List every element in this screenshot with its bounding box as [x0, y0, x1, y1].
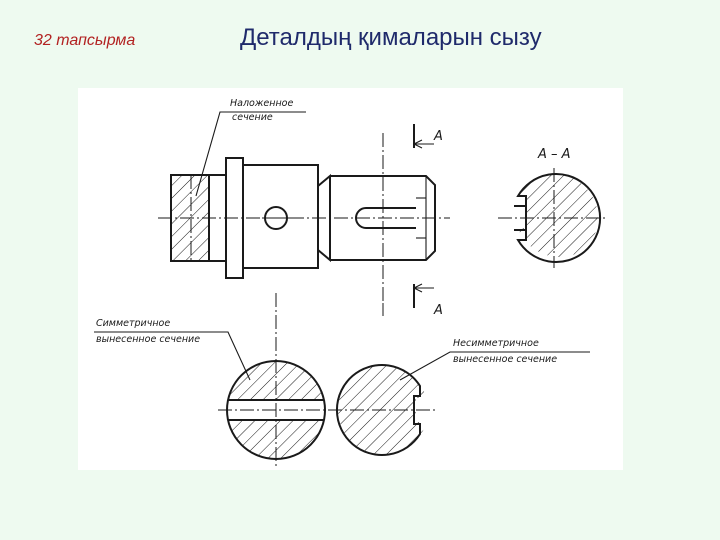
shaft-body	[242, 164, 319, 269]
symmetric-label-line2: вынесенное сечение	[96, 334, 200, 345]
technical-drawing: А А Наложенное сечение А – А Симметрично…	[78, 88, 623, 470]
symmetric-section: Симметричное вынесенное сечение	[94, 293, 334, 466]
overlay-label-line1: Наложенное	[230, 98, 293, 109]
section-mark-top: А	[433, 129, 443, 144]
overlay-label-line2: сечение	[232, 112, 273, 123]
section-mark-bottom: А	[433, 303, 443, 318]
asymmetric-label-line1: Несимметричное	[453, 338, 539, 349]
asymmetric-label-line2: вынесенное сечение	[453, 354, 557, 365]
asymmetric-section: Несимметричное вынесенное сечение	[328, 338, 590, 456]
section-plane-a: А А	[382, 124, 443, 318]
section-title: А – А	[537, 147, 571, 162]
slide-title: Деталдың қималарын сызу	[240, 24, 542, 51]
task-label: 32 тапсырма	[34, 32, 136, 49]
drawing-canvas: А А Наложенное сечение А – А Симметрично…	[94, 98, 608, 466]
symmetric-label-line1: Симметричное	[96, 318, 170, 329]
section-a-a-view: А – А	[498, 147, 608, 268]
shaft-main-view	[158, 157, 450, 279]
overlay-section-callout: Наложенное сечение	[195, 98, 306, 197]
